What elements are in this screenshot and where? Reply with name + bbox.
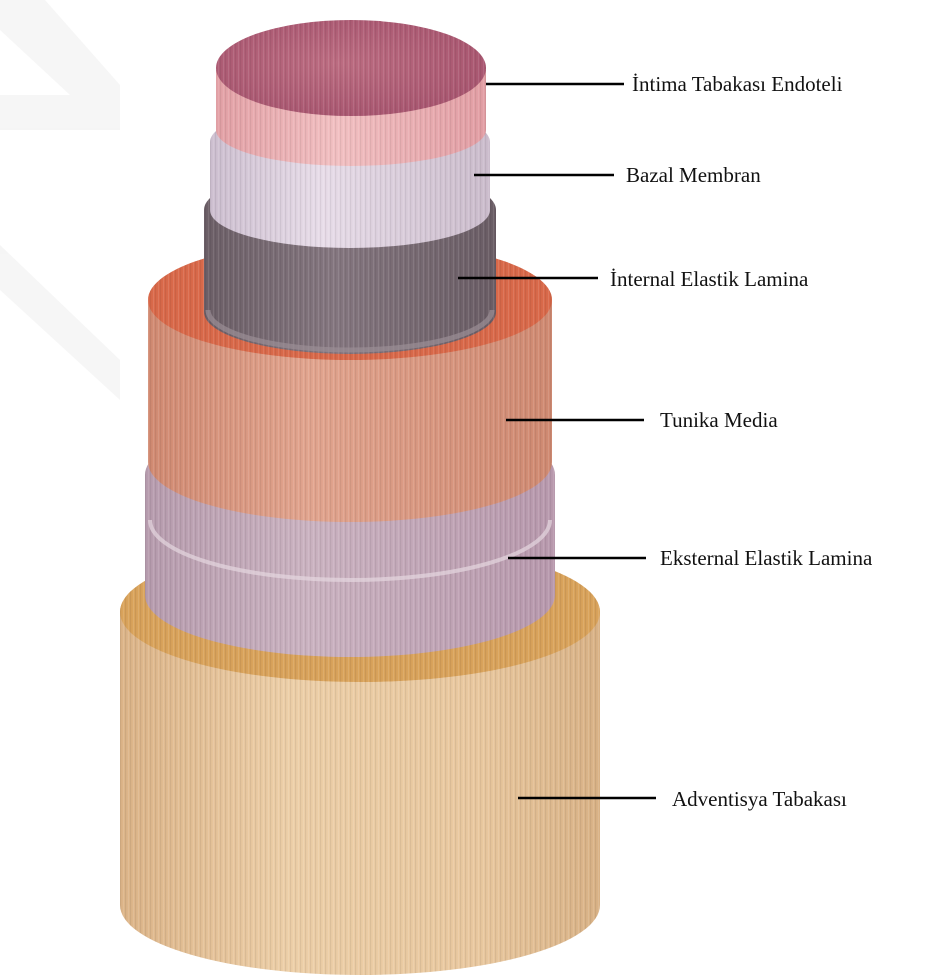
labels: İntima Tabakası Endoteli Bazal Membran İ… [610,72,873,811]
watermark-chevron [0,0,120,400]
layer-intima-endoteli [216,20,486,166]
label-intima: İntima Tabakası Endoteli [632,72,843,96]
label-adventisya: Adventisya Tabakası [672,787,847,811]
label-internal: İnternal Elastik Lamina [610,267,809,291]
label-bazal: Bazal Membran [626,163,761,187]
label-eksternal: Eksternal Elastik Lamina [660,546,873,570]
label-media: Tunika Media [660,408,778,432]
